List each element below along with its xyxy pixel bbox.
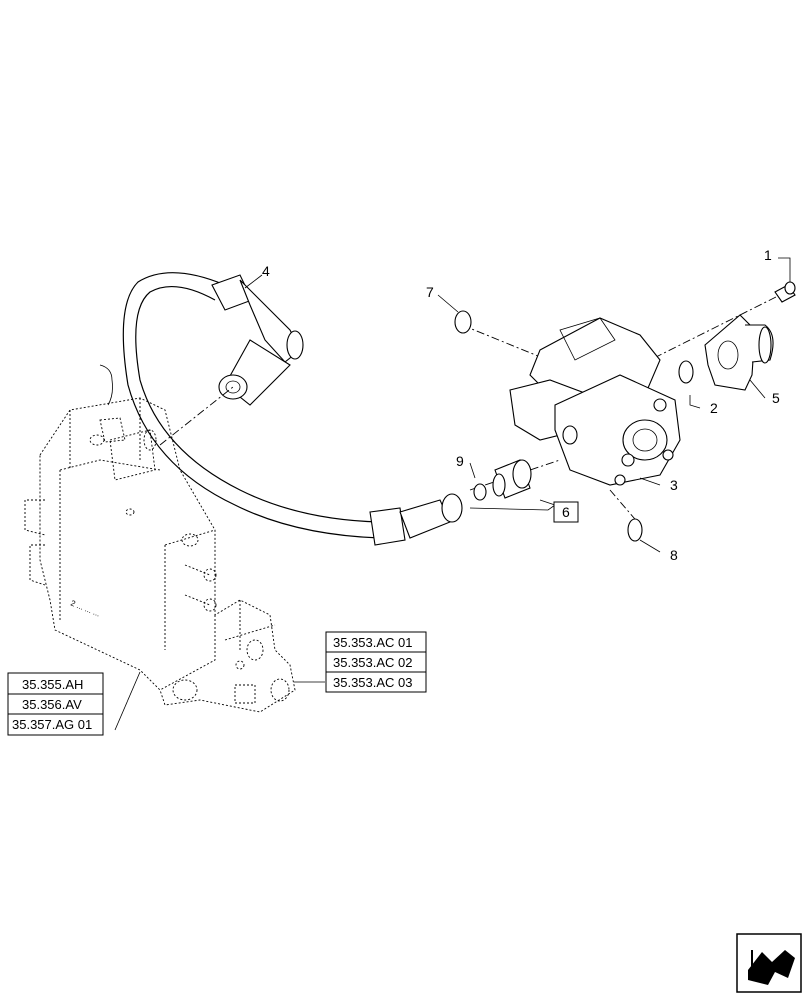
ref-35-357-ag-01[interactable]: 35.357.AG 01 (12, 717, 92, 732)
callout-3: 3 (670, 477, 678, 493)
o-ring-2 (678, 360, 694, 384)
ref-35-353-ac-02[interactable]: 35.353.AC 02 (333, 655, 413, 670)
ref-35-353-ac-03[interactable]: 35.353.AC 03 (333, 675, 413, 690)
o-ring-9 (473, 483, 487, 501)
callout-8: 8 (670, 547, 678, 563)
centerline-pump-flange (639, 289, 791, 366)
centerline-pump (159, 386, 234, 446)
callout-5: 5 (772, 390, 780, 406)
o-ring-8 (627, 518, 643, 542)
callout-4: 4 (262, 263, 270, 279)
next-page-arrow-icon[interactable] (736, 933, 802, 993)
callout-1: 1 (764, 247, 772, 263)
ref-35-356-av[interactable]: 35.356.AV (22, 697, 82, 712)
hydraulic-hose (122, 272, 463, 546)
callout-2: 2 (710, 400, 718, 416)
callout-6: 6 (562, 504, 570, 520)
callout-6-box (553, 501, 579, 523)
pump-flange (704, 314, 774, 391)
o-ring-7 (454, 310, 472, 334)
flange-bolt (774, 281, 796, 303)
callout-7: 7 (426, 284, 434, 300)
reference-box-right: 35.353.AC 01 35.353.AC 02 35.353.AC 03 (325, 631, 427, 693)
callout-9: 9 (456, 453, 464, 469)
control-valve-block: 2 ... ... ... (24, 364, 296, 713)
straight-fitting (492, 459, 532, 499)
ref-35-355-ah[interactable]: 35.355.AH (22, 677, 83, 692)
reference-box-left: 35.355.AH 35.356.AV 35.357.AG 01 (7, 672, 104, 736)
ref-35-353-ac-01[interactable]: 35.353.AC 01 (333, 635, 413, 650)
centerline-pump-upper (461, 324, 561, 366)
leader-lines (114, 257, 791, 731)
hydraulic-pump (509, 317, 681, 486)
valve-marking: 2 ... ... ... (69, 599, 101, 619)
